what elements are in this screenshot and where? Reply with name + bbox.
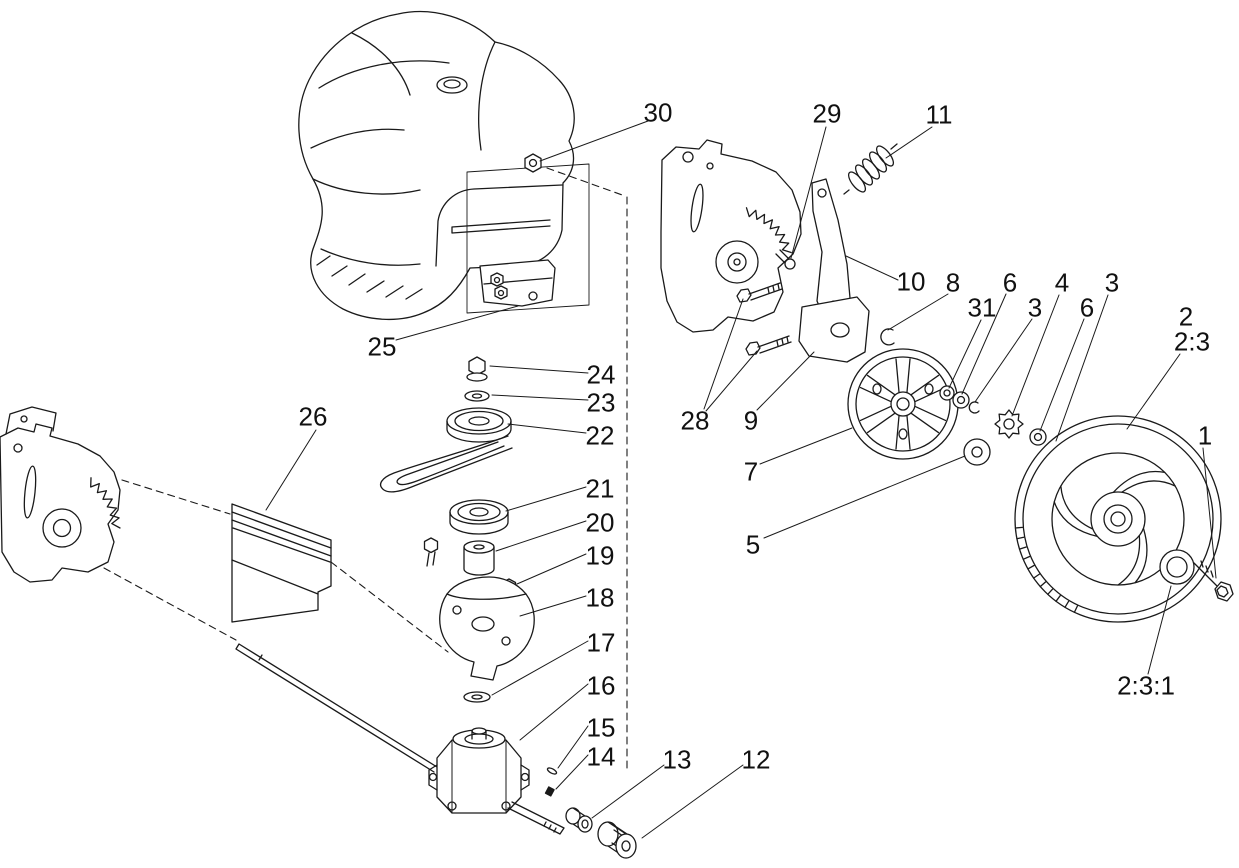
callout-14: 14 (586, 741, 616, 772)
transmission-pulley (847, 348, 959, 460)
callout-15: 15 (586, 712, 616, 743)
bushing (565, 807, 593, 833)
callout-28: 28 (680, 405, 710, 436)
height-adjuster-plate-left (0, 423, 121, 583)
callout-30: 30 (643, 97, 673, 128)
torsion-spring (843, 143, 898, 195)
callout-18: 18 (585, 582, 615, 613)
mower-deck-housing (298, 10, 575, 321)
callout-29: 29 (812, 98, 842, 129)
callout-2-3-1: 2:3:1 (1117, 670, 1175, 701)
callout-23: 23 (586, 387, 616, 418)
callout-25: 25 (367, 331, 397, 362)
callout-22: 22 (585, 420, 615, 451)
callout-2-3: 2:3 (1173, 326, 1211, 357)
upper-pulley (446, 407, 512, 443)
callout-3b: 3 (1104, 267, 1120, 298)
callout-24: 24 (586, 359, 616, 390)
callout-1: 1 (1197, 420, 1213, 451)
carriage-bolt (775, 249, 796, 270)
washer-ring-set (939, 385, 1060, 452)
pinion-hub (597, 821, 637, 859)
upper-bracket-left (5, 406, 57, 435)
support-bracket-rod (451, 163, 590, 314)
callout-5: 5 (745, 529, 761, 560)
callout-21: 21 (585, 473, 615, 504)
callout-6a: 6 (1002, 267, 1018, 298)
callout-11: 11 (925, 99, 953, 130)
pivot-bracket (798, 296, 870, 363)
drive-belt (380, 435, 513, 493)
height-adjuster-plate-right (660, 139, 802, 333)
callout-19: 19 (585, 540, 615, 571)
deflector-panel (231, 503, 332, 623)
callout-9: 9 (743, 405, 759, 436)
callout-26: 26 (298, 401, 328, 432)
hex-bolts (736, 282, 792, 356)
flat-washer (463, 691, 491, 703)
belt-guard-bracket (439, 576, 535, 681)
callout-6b: 6 (1079, 292, 1095, 323)
leader-lines (265, 120, 1217, 839)
square-key (544, 786, 555, 797)
assembly-axis-lines (103, 167, 628, 769)
spacer (463, 540, 495, 576)
axle-shaft (235, 643, 438, 773)
callout-31: 31 (967, 292, 997, 323)
callout-10: 10 (896, 266, 926, 297)
callout-4: 4 (1054, 267, 1070, 298)
callout-3a: 3 (1027, 292, 1043, 323)
wheel-bearing (1159, 549, 1195, 585)
gearbox (428, 727, 565, 835)
hardware-stack (464, 356, 490, 402)
axle-washer (963, 438, 991, 466)
lower-pulley (449, 499, 509, 535)
callout-13: 13 (662, 744, 692, 775)
callout-8: 8 (945, 267, 961, 298)
callout-2: 2 (1178, 301, 1194, 332)
callout-7: 7 (743, 456, 759, 487)
roll-pin (546, 767, 558, 775)
callout-17: 17 (586, 627, 616, 658)
flange-nut (524, 153, 542, 173)
callout-12: 12 (741, 744, 771, 775)
axle-bolt (1193, 560, 1234, 602)
callout-16: 16 (586, 670, 616, 701)
callout-20: 20 (585, 507, 615, 538)
